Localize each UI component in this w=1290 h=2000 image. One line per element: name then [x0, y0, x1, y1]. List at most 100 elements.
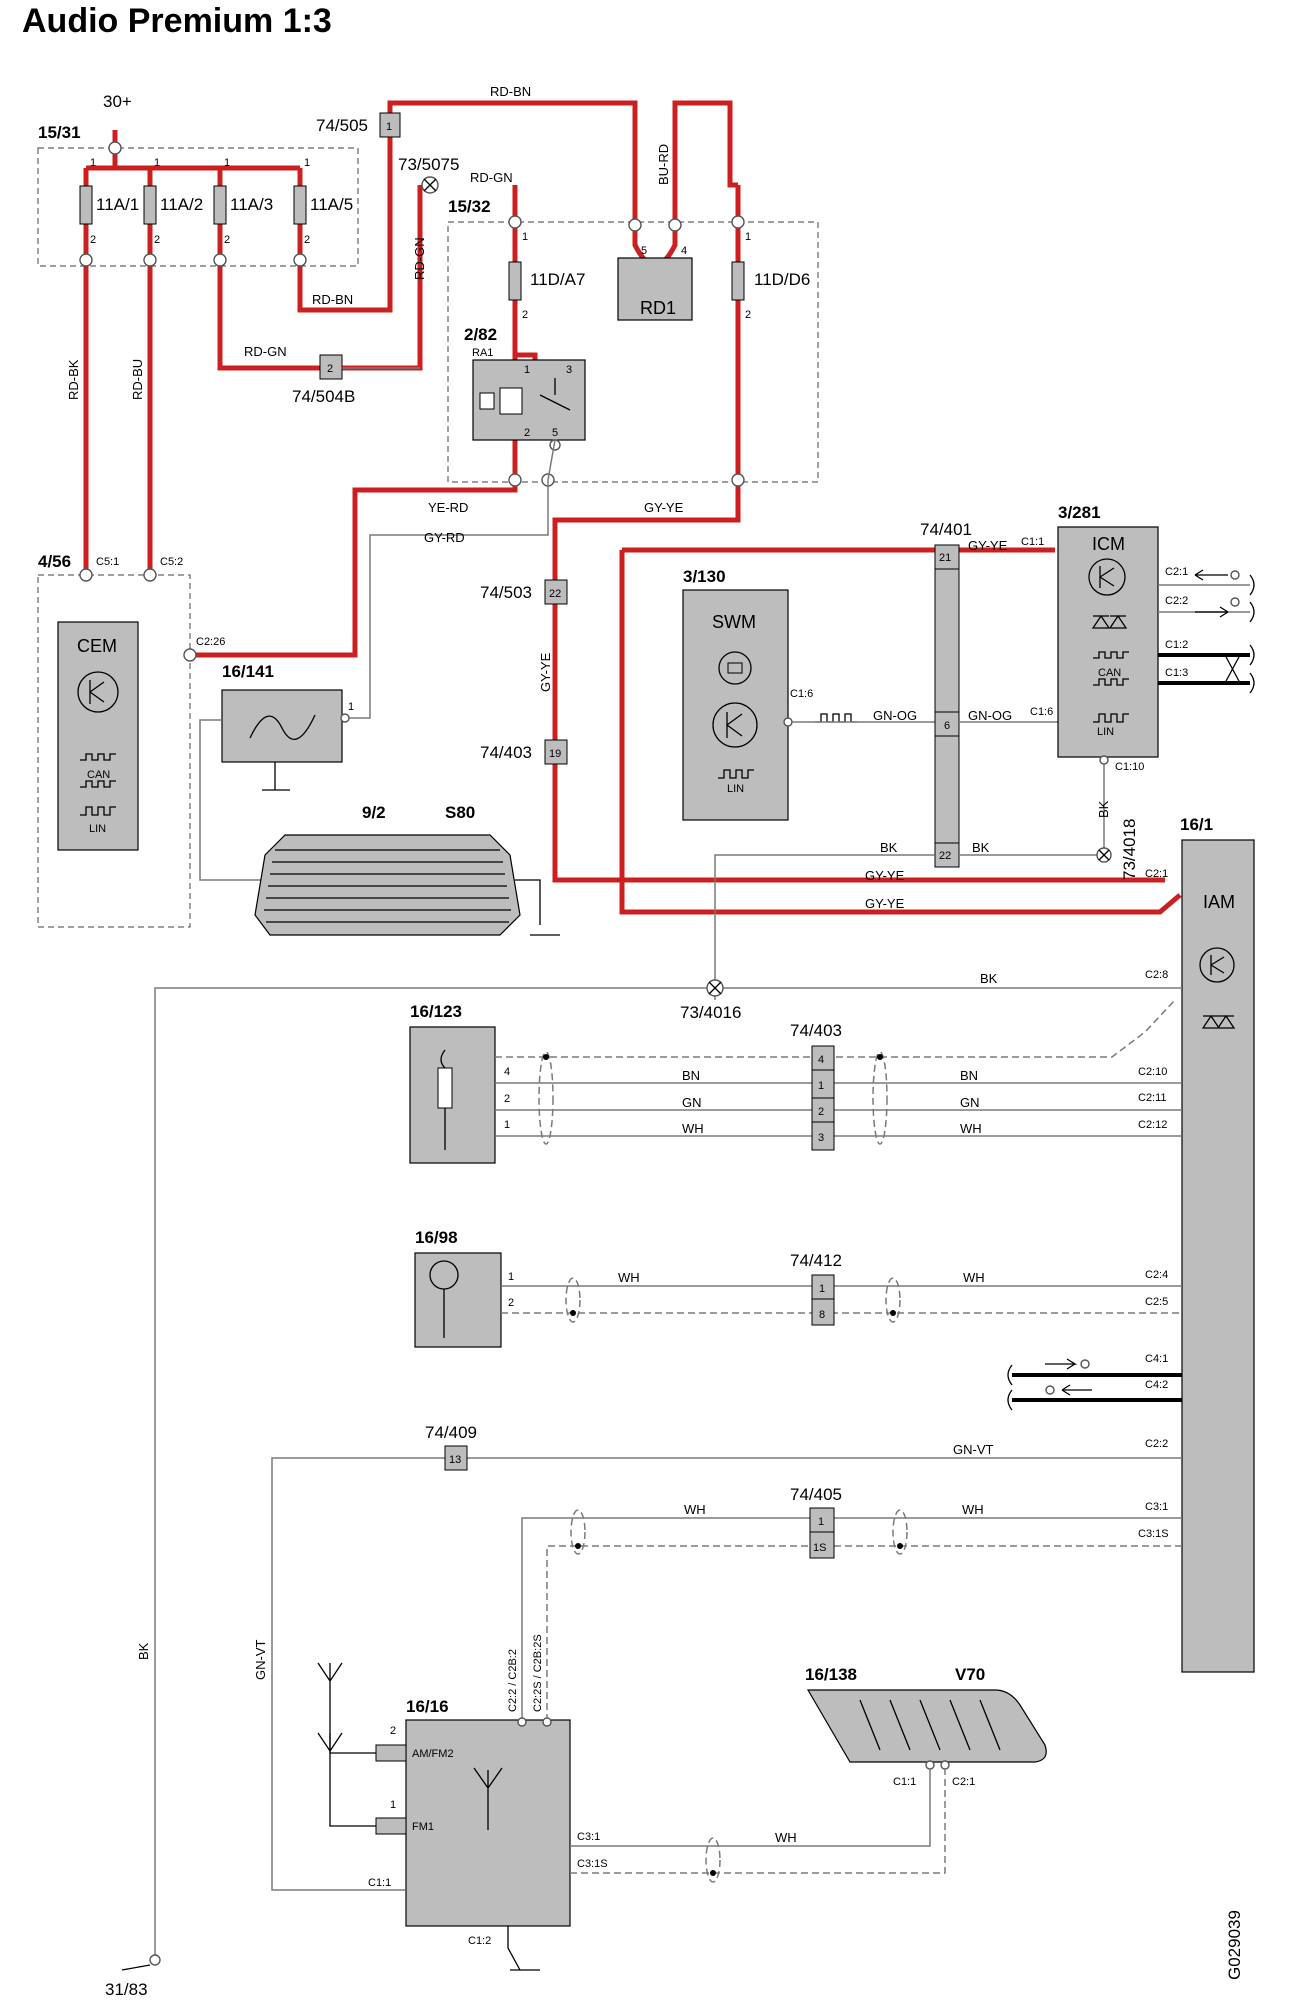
ground-label: 31/83 — [105, 1980, 148, 1999]
fuse-11d-a7: 11D/A7 — [530, 270, 585, 289]
svg-text:2: 2 — [154, 234, 160, 246]
cem-name: CEM — [77, 636, 117, 656]
svg-text:2: 2 — [524, 427, 530, 439]
svg-text:GN-OG: GN-OG — [968, 708, 1012, 723]
svg-text:22: 22 — [549, 588, 561, 600]
svg-text:6: 6 — [944, 720, 950, 732]
svg-text:C2:2S / C2B:2S: C2:2S / C2B:2S — [532, 1634, 544, 1712]
icm-module: 3/281 ICM C1:1 CAN LIN C1:6 C2:1 C2:2 C1… — [1021, 503, 1188, 773]
svg-text:C1:1: C1:1 — [893, 1776, 916, 1788]
svg-text:RD-BK: RD-BK — [66, 359, 81, 400]
icm-ref: 3/281 — [1058, 503, 1101, 522]
svg-text:C1:1: C1:1 — [368, 1877, 391, 1889]
fuse-box-outline — [37, 147, 359, 267]
svg-text:RD-BN: RD-BN — [490, 84, 531, 99]
svg-text:C2:2: C2:2 — [1145, 1438, 1168, 1450]
svg-text:GY-YE: GY-YE — [865, 896, 905, 911]
page-title: Audio Premium 1:3 — [22, 2, 332, 40]
connector-74-504b — [319, 354, 343, 380]
amplifier-module: 16/141 1 — [221, 662, 354, 791]
aux-ref: 16/123 — [410, 1002, 462, 1021]
relay-name: RA1 — [472, 347, 493, 359]
svg-text:C1:3: C1:3 — [1165, 667, 1188, 679]
svg-text:21: 21 — [939, 552, 951, 564]
iam-name: IAM — [1203, 892, 1235, 912]
svg-text:GY-YE: GY-YE — [538, 652, 553, 692]
v70-variant: V70 — [955, 1665, 985, 1684]
svg-text:C1:6: C1:6 — [1030, 706, 1053, 718]
v70-window: 16/138 V70 C1:1 C2:1 — [805, 1665, 1047, 1788]
svg-text:C1:1: C1:1 — [1021, 536, 1044, 548]
svg-text:RD-BN: RD-BN — [312, 292, 353, 307]
svg-text:BK: BK — [880, 840, 898, 855]
svg-text:WH: WH — [684, 1502, 706, 1517]
connector-74-405: 74/405 1 1S — [790, 1485, 842, 1559]
icm-name: ICM — [1092, 534, 1125, 554]
svg-text:BK: BK — [1096, 800, 1111, 818]
tuner-port-fm1: FM1 — [412, 1821, 434, 1833]
svg-text:2: 2 — [224, 234, 230, 246]
connector-74-505 — [379, 112, 401, 138]
fuse-11a1-body — [79, 185, 93, 225]
svg-text:RD-GN: RD-GN — [412, 237, 427, 280]
svg-text:2: 2 — [90, 234, 96, 246]
svg-text:C2:2: C2:2 — [1165, 595, 1188, 607]
rd1-module — [617, 257, 693, 321]
svg-text:C3:1: C3:1 — [1145, 1501, 1168, 1513]
svg-text:2: 2 — [818, 1106, 824, 1118]
svg-text:C2:8: C2:8 — [1145, 969, 1168, 981]
svg-text:RD-GN: RD-GN — [244, 344, 287, 359]
cem-module: 4/56 C5:1 C5:2 CEM CAN LIN C2:26 — [38, 552, 225, 851]
svg-text:C1:2: C1:2 — [468, 1935, 491, 1947]
connector-74-412: 74/412 1 8 — [790, 1251, 842, 1326]
connector-74-409-label: 74/409 — [425, 1423, 477, 1442]
svg-text:3: 3 — [566, 364, 572, 376]
svg-text:2: 2 — [504, 1093, 510, 1105]
svg-text:22: 22 — [939, 850, 951, 862]
svg-text:C2:1: C2:1 — [952, 1776, 975, 1788]
amp-ref: 16/141 — [222, 662, 274, 681]
svg-text:GY-YE: GY-YE — [644, 500, 684, 515]
svg-text:C3:1S: C3:1S — [577, 1858, 608, 1870]
connector-74-403-lower-label: 74/403 — [790, 1021, 842, 1040]
tuner-port-amfm2: AM/FM2 — [412, 1748, 454, 1760]
splice-73-5075-label: 73/5075 — [398, 155, 459, 174]
svg-text:5: 5 — [641, 245, 647, 257]
connector-74-403-lower: 74/403 4 1 2 3 — [790, 1021, 842, 1151]
iam-module: 16/1 IAM C2:1 C2:8 C2:10 C2:11 C2:12 C2:… — [1138, 815, 1255, 1673]
svg-text:BU-RD: BU-RD — [656, 144, 671, 185]
svg-text:1: 1 — [745, 231, 751, 243]
relay-box-ref: 15/32 — [448, 197, 491, 216]
svg-text:C2:12: C2:12 — [1138, 1119, 1167, 1131]
connector-74-412-label: 74/412 — [790, 1251, 842, 1270]
svg-text:CAN: CAN — [87, 769, 110, 781]
svg-text:8: 8 — [819, 1309, 825, 1321]
aux-input-module: 16/123 4 2 1 — [409, 1002, 510, 1164]
svg-text:1: 1 — [348, 701, 354, 713]
svg-text:2: 2 — [522, 309, 528, 321]
svg-text:C3:1: C3:1 — [577, 1831, 600, 1843]
svg-text:GN-OG: GN-OG — [873, 708, 917, 723]
svg-text:BN: BN — [960, 1068, 978, 1083]
svg-text:GN: GN — [682, 1095, 702, 1110]
svg-text:C2:10: C2:10 — [1138, 1066, 1167, 1078]
svg-text:C1:10: C1:10 — [1115, 761, 1144, 773]
svg-text:C3:1S: C3:1S — [1138, 1528, 1169, 1540]
connector-74-503-label: 74/503 — [480, 583, 532, 602]
svg-text:BK: BK — [980, 971, 998, 986]
svg-text:C2:1: C2:1 — [1165, 566, 1188, 578]
svg-text:1: 1 — [224, 157, 230, 169]
svg-text:LIN: LIN — [89, 823, 106, 835]
swm-name: SWM — [712, 612, 756, 632]
svg-text:RD-BU: RD-BU — [130, 359, 145, 400]
fuse-11a1: 11A/1 — [96, 195, 139, 214]
rd1-label: RD1 — [640, 298, 676, 318]
connector-74-401-label: 74/401 — [920, 520, 972, 539]
svg-text:2: 2 — [390, 1725, 396, 1737]
v70-ref: 16/138 — [805, 1665, 857, 1684]
svg-text:C2:5: C2:5 — [1145, 1296, 1168, 1308]
svg-text:C5:2: C5:2 — [160, 556, 183, 568]
svg-text:1S: 1S — [813, 1542, 826, 1554]
svg-text:GN-VT: GN-VT — [253, 1640, 268, 1681]
fuse-11a3: 11A/3 — [230, 195, 273, 214]
